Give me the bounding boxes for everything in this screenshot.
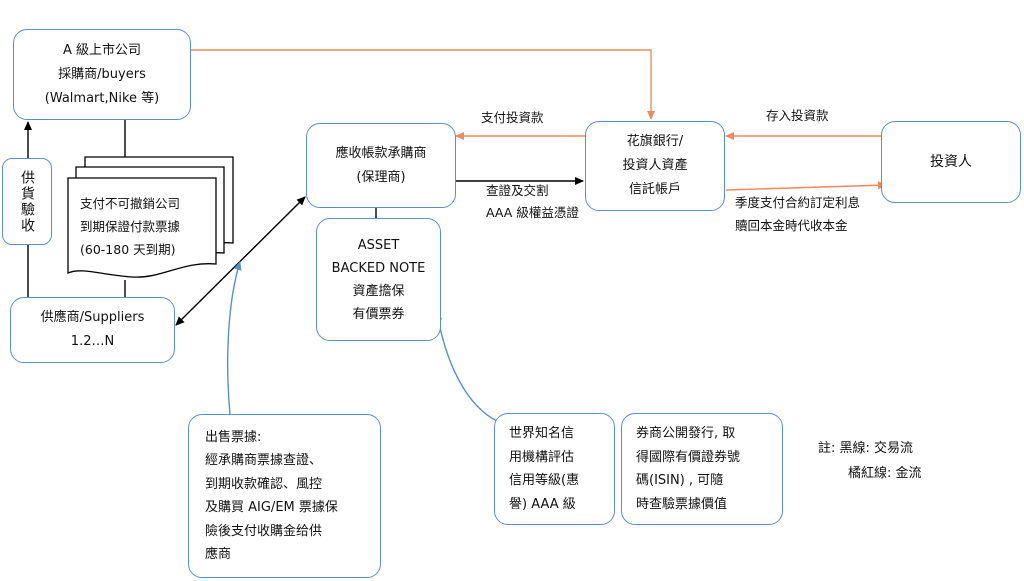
citi-box: 花旗銀行/ 投資人資產 信託帳戶 xyxy=(585,121,725,211)
citi-line-3: 信託帳戶 xyxy=(628,182,681,197)
broker-line-2: 得國際有價證券號 xyxy=(636,449,741,465)
suppliers-box: 供應商/Suppliers 1.2…N xyxy=(10,297,175,363)
label-quarterly-1: 季度支付合約訂定利息 xyxy=(735,195,861,210)
document-line-3: (60-180 天到期) xyxy=(80,242,176,257)
sale-note-line-1: 出售票據: xyxy=(205,429,262,445)
broker-line-4: 時查驗票據價值 xyxy=(636,496,728,512)
rating-line-1: 世界知名信 xyxy=(509,426,575,441)
abn-line-1: ASSET xyxy=(357,237,400,253)
broker-line-1: 券商公開發行, 取 xyxy=(636,426,736,441)
abn-box: ASSET BACKED NOTE 資產擔保 有價票券 xyxy=(316,218,441,341)
document-line-2: 到期保證付款票據 xyxy=(80,219,181,234)
investor-label: 投資人 xyxy=(930,154,972,170)
citi-line-1: 花旗銀行/ xyxy=(626,134,684,149)
abn-line-2: BACKED NOTE xyxy=(331,260,426,276)
callout-arrow-rating xyxy=(434,311,498,422)
sale-note-line-6: 應商 xyxy=(205,547,232,562)
rating-line-2: 用機構評估 xyxy=(509,449,575,465)
sale-note-box: 出售票據: 經承購商票據查證、 到期收款確認、風控 及購買 AIG/EM 票據保… xyxy=(188,414,381,578)
document-line-1: 支付不可撤銷公司 xyxy=(80,196,181,211)
citi-line-2: 投資人資產 xyxy=(622,158,688,173)
label-quarterly-2: 贖回本金時代收本金 xyxy=(735,218,848,233)
abn-line-3: 資產擔保 xyxy=(352,283,405,299)
label-verify-1: 查證及交割 xyxy=(486,183,549,198)
factor-box: 應收帳款承購商 (保理商) xyxy=(306,123,456,208)
buyers-box: A 級上市公司 採購商/buyers (Walmart,Nike 等) xyxy=(13,29,191,120)
rating-line-3: 信用等級(惠 xyxy=(509,473,580,488)
label-verify-2: AAA 級權益憑證 xyxy=(486,205,579,220)
broker-box: 券商公開發行, 取 得國際有價證券號 碼(ISIN) , 可隨 時查驗票據價值 xyxy=(621,413,783,525)
rating-line-4: 譽) AAA 級 xyxy=(509,496,576,512)
sale-note-line-5: 險後支付收購金给供 xyxy=(205,523,323,539)
buyers-line-2: 採購商/buyers xyxy=(58,66,146,82)
legend-line-2: 橘紅線: 金流 xyxy=(848,466,922,481)
factor-line-1: 應收帳款承購商 xyxy=(335,145,427,161)
label-deposit-invest: 存入投資款 xyxy=(766,108,829,123)
sale-note-line-4: 及購買 AIG/EM 票據保 xyxy=(205,500,338,515)
money-arrow-citi-to-investor xyxy=(725,181,887,191)
factor-line-2: (保理商) xyxy=(356,169,406,185)
inspection-label: 供貨驗收 xyxy=(19,169,35,234)
abn-line-4: 有價票券 xyxy=(352,306,405,322)
buyers-line-1: A 級上市公司 xyxy=(62,42,142,58)
inspection-box: 供貨驗收 xyxy=(2,158,52,245)
label-pay-invest: 支付投資款 xyxy=(481,110,544,125)
legend-line-1: 註: 黑線: 交易流 xyxy=(818,441,914,456)
suppliers-line-2: 1.2…N xyxy=(70,334,115,349)
document-text: 支付不可撤銷公司 到期保證付款票據 (60-180 天到期) xyxy=(80,192,180,261)
broker-line-3: 碼(ISIN) , 可隨 xyxy=(636,473,724,488)
investor-box: 投資人 xyxy=(881,121,1021,203)
rating-box: 世界知名信 用機構評估 信用等級(惠 譽) AAA 級 xyxy=(494,413,615,525)
suppliers-line-1: 供應商/Suppliers xyxy=(40,310,145,325)
legend: 註: 黑線: 交易流 橘紅線: 金流 xyxy=(818,436,922,486)
sale-note-line-2: 經承購商票據查證、 xyxy=(205,453,323,468)
money-arrow-buyers-to-citi xyxy=(191,49,655,120)
buyers-line-3: (Walmart,Nike 等) xyxy=(44,90,160,106)
document-stack-shape xyxy=(67,156,234,278)
trade-arrow-factor-suppliers xyxy=(175,196,306,326)
sale-note-line-3: 到期收款確認、風控 xyxy=(205,476,323,492)
callout-arrow-sale-note xyxy=(226,261,242,415)
